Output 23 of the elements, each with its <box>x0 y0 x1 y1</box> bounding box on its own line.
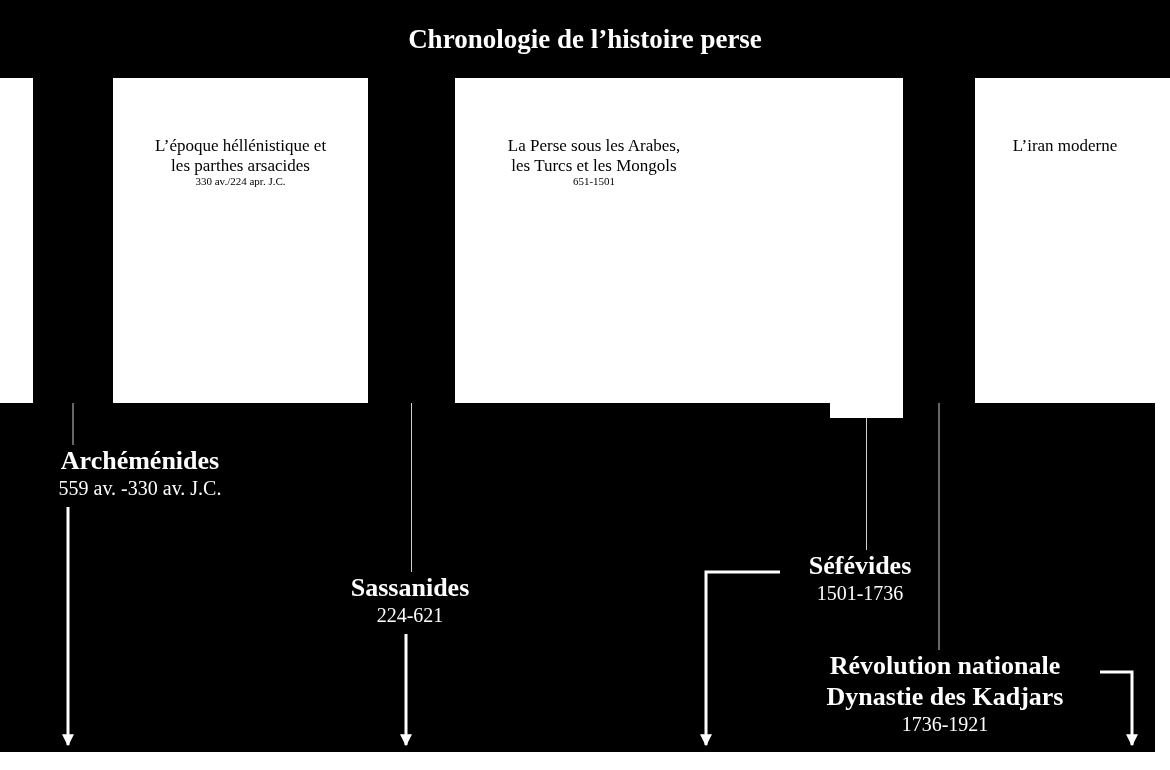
date-range: 1736-1921 <box>901 712 989 737</box>
era-title: La Perse sous les Arabes, les Turcs et les Mongols <box>506 136 682 176</box>
date-range: 559 av. -330 av. J.C. <box>58 476 222 501</box>
dynasty-name: Séfévides <box>808 550 912 582</box>
leader-line <box>72 402 74 446</box>
era-title: L’iran moderne <box>1012 136 1118 156</box>
period-notch <box>830 403 903 418</box>
era-title: L’époque héllénistique et les parthes arsacides <box>153 136 328 176</box>
leader-line <box>411 402 412 573</box>
leader-line <box>866 417 867 551</box>
date-range: 224-621 <box>376 603 444 628</box>
date-range: 651-1501 <box>572 175 616 189</box>
arrow <box>62 507 74 747</box>
dynasty-name: Révolution nationale Dynastie des Kadjars <box>825 650 1065 713</box>
dynasty-name: Archéménides <box>60 445 220 477</box>
date-range: 330 av./224 apr. J.C. <box>195 175 286 189</box>
dynasty-name: Sassanides <box>350 572 470 604</box>
leader-line <box>938 402 940 651</box>
arrow <box>700 570 780 747</box>
arrow <box>1100 670 1138 747</box>
diagram-title: Chronologie de l’histoire perse <box>408 23 762 55</box>
arrow <box>400 634 412 747</box>
date-range: 1501-1736 <box>816 581 904 606</box>
